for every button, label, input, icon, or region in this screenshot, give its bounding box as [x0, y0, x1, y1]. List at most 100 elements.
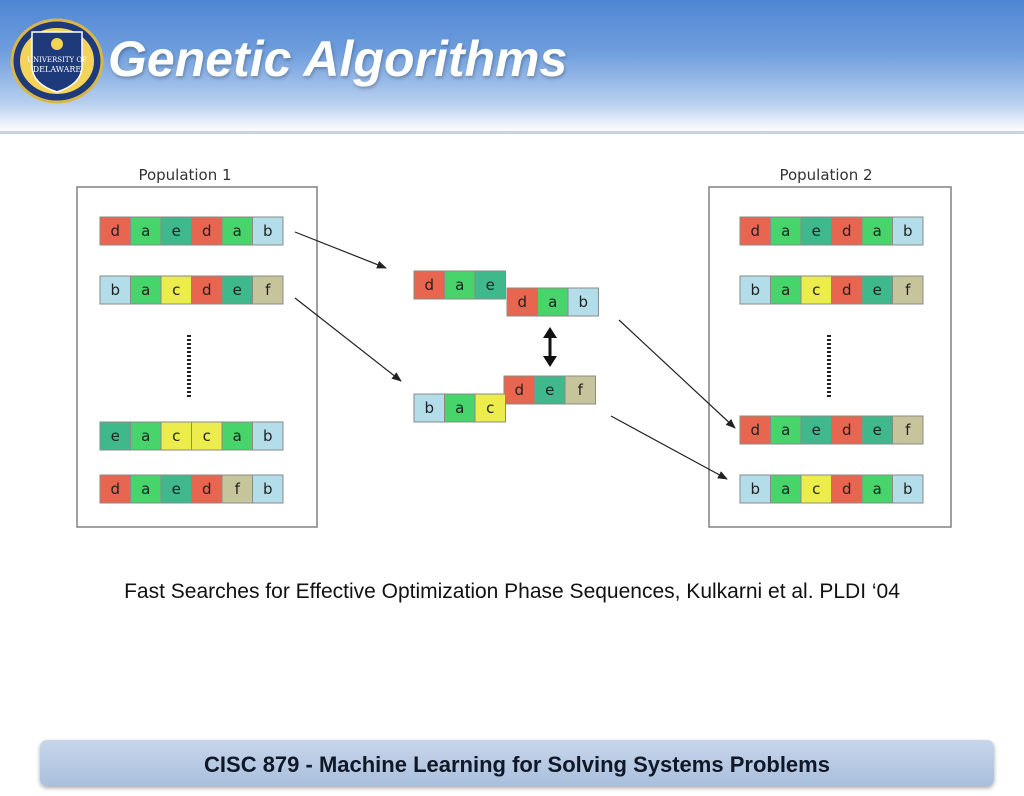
gene-label: d [110, 480, 120, 498]
gene-label: a [233, 427, 242, 445]
gene-cell [191, 275, 223, 305]
gene-label: b [750, 281, 760, 299]
gene-cell [892, 216, 924, 246]
gene-cell [892, 474, 924, 504]
gene-cell [861, 275, 893, 305]
gene-label: a [455, 399, 464, 417]
gene-label: e [812, 222, 821, 240]
gene-cell [99, 421, 131, 451]
gene-label: e [172, 222, 181, 240]
gene-cell [191, 474, 223, 504]
gene-cell [892, 415, 924, 445]
gene-label: f [905, 421, 911, 439]
gene-cell [191, 216, 223, 246]
gene-cell [537, 287, 569, 317]
slide-title: Genetic Algorithms [108, 31, 568, 87]
gene-cell [770, 474, 802, 504]
gene-cell [739, 474, 771, 504]
gene-label: b [263, 480, 273, 498]
gene-cell [191, 421, 223, 451]
gene-label: b [903, 222, 913, 240]
arrow-parent-1 [294, 231, 387, 269]
gene-label: d [750, 222, 760, 240]
gene-label: b [750, 480, 760, 498]
gene-label: a [141, 281, 150, 299]
gene-cell [739, 275, 771, 305]
gene-label: b [578, 293, 588, 311]
gene-label: c [486, 399, 494, 417]
gene-label: f [265, 281, 271, 299]
gene-label: a [141, 222, 150, 240]
gene-cell [160, 474, 192, 504]
gene-label: b [263, 427, 273, 445]
gene-cell [160, 275, 192, 305]
gene-cell [506, 287, 538, 317]
population-1-label: Population 1 [138, 166, 231, 184]
gene-label: a [233, 222, 242, 240]
gene-label: c [812, 480, 820, 498]
title-divider [0, 131, 1024, 134]
gene-cell [474, 270, 506, 300]
gene-cell [99, 474, 131, 504]
logo-text-2: DELAWARE [33, 65, 82, 74]
gene-label: a [781, 480, 790, 498]
gene-cell [770, 275, 802, 305]
gene-label: d [842, 281, 852, 299]
gene-label: d [202, 222, 212, 240]
crossover-parent-2-tail: d e f [503, 375, 596, 405]
gene-label: e [233, 281, 242, 299]
arrow-parent-2 [294, 297, 402, 382]
gene-label: d [750, 421, 760, 439]
gene-label: a [141, 427, 150, 445]
gene-label: d [424, 276, 434, 294]
footer-bar: CISC 879 - Machine Learning for Solving … [40, 740, 994, 786]
gene-cell [130, 421, 162, 451]
gene-label: c [812, 281, 820, 299]
gene-cell [413, 393, 445, 423]
gene-label: e [873, 421, 882, 439]
gene-label: d [514, 381, 524, 399]
gene-cell [892, 275, 924, 305]
gene-label: e [873, 281, 882, 299]
logo-text-3: 1743 [51, 96, 64, 102]
gene-cell [739, 216, 771, 246]
gene-label: d [842, 222, 852, 240]
gene-label: a [873, 222, 882, 240]
logo-text-1: UNIVERSITY OF [27, 56, 87, 64]
gene-label: c [172, 281, 180, 299]
gene-label: b [903, 480, 913, 498]
gene-cell [564, 375, 596, 405]
gene-label: a [781, 421, 790, 439]
gene-cell [800, 216, 832, 246]
university-seal-logo: UNIVERSITY OF DELAWARE 1743 [10, 18, 104, 104]
gene-cell [444, 270, 476, 300]
gene-cell [252, 421, 284, 451]
gene-label: e [172, 480, 181, 498]
gene-label: a [548, 293, 557, 311]
gene-cell [221, 216, 253, 246]
gene-label: a [141, 480, 150, 498]
swap-double-arrow [543, 327, 557, 367]
gene-label: b [424, 399, 434, 417]
gene-label: e [111, 427, 120, 445]
gene-cell [252, 474, 284, 504]
gene-cell [221, 275, 253, 305]
gene-label: a [455, 276, 464, 294]
gene-label: e [545, 381, 554, 399]
gene-cell [130, 275, 162, 305]
gene-cell [252, 275, 284, 305]
gene-cell [861, 216, 893, 246]
course-footer-text: CISC 879 - Machine Learning for Solving … [204, 752, 830, 777]
gene-cell [252, 216, 284, 246]
citation-text: Fast Searches for Effective Optimization… [124, 580, 900, 603]
gene-label: f [578, 381, 584, 399]
